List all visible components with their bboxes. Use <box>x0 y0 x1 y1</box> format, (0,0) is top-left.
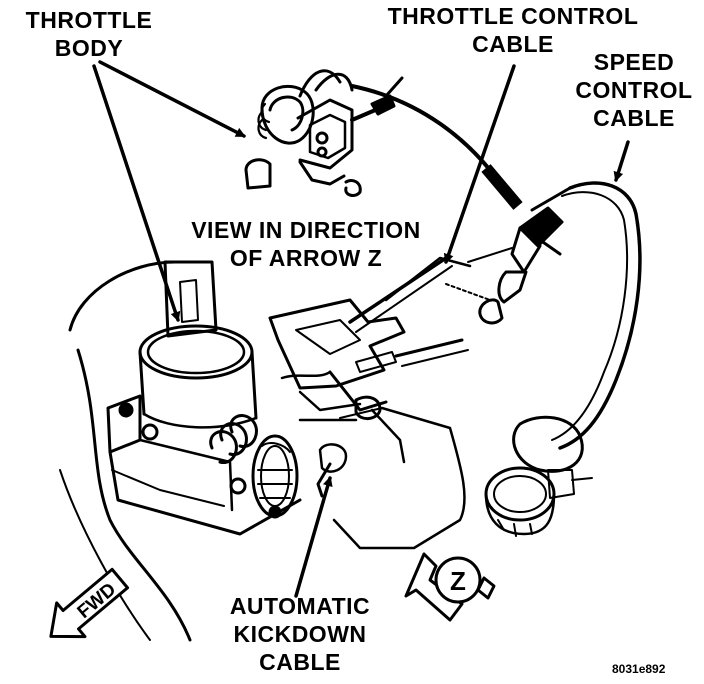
arrow-speed-control <box>613 140 630 182</box>
label-throttle-body: THROTTLE BODY <box>14 6 164 62</box>
label-automatic-kickdown-cable-line2: KICKDOWN <box>233 621 367 647</box>
arrow-throttle-body-inset <box>98 60 246 138</box>
label-automatic-kickdown-cable-line3: CABLE <box>259 649 341 675</box>
label-throttle-body-line2: BODY <box>54 35 124 61</box>
arrow-kickdown <box>294 476 333 598</box>
figure-code: 8031e892 <box>612 662 666 676</box>
engine-drawing <box>59 256 491 642</box>
fwd-arrow: FWD <box>49 567 130 639</box>
arrow-z-marker <box>404 552 496 622</box>
label-automatic-kickdown-cable-line1: AUTOMATIC <box>229 593 371 619</box>
label-view-in-direction-line1: VIEW IN DIRECTION <box>191 217 421 243</box>
label-speed-control-cable: SPEED CONTROL CABLE <box>570 48 698 132</box>
label-view-in-direction-line2: OF ARROW Z <box>229 245 383 271</box>
label-throttle-body-line1: THROTTLE <box>25 7 153 33</box>
z-marker-letter: Z <box>450 566 466 596</box>
arrow-throttle-body-main <box>92 64 181 322</box>
label-throttle-control-cable-line2: CABLE <box>472 31 554 57</box>
label-view-in-direction: VIEW IN DIRECTION OF ARROW Z <box>170 216 442 272</box>
label-throttle-control-cable-line1: THROTTLE CONTROL <box>387 3 639 29</box>
label-automatic-kickdown-cable: AUTOMATIC KICKDOWN CABLE <box>200 592 400 676</box>
leader-arrows <box>92 60 630 598</box>
arrow-throttle-cable <box>443 64 516 264</box>
label-speed-control-cable-line3: CABLE <box>593 105 675 131</box>
label-speed-control-cable-line2: CONTROL <box>575 77 693 103</box>
label-throttle-control-cable: THROTTLE CONTROL CABLE <box>360 2 666 58</box>
label-speed-control-cable-line1: SPEED <box>593 49 675 75</box>
speed-control-assembly <box>350 84 642 537</box>
inset-view-drawing <box>244 69 404 197</box>
